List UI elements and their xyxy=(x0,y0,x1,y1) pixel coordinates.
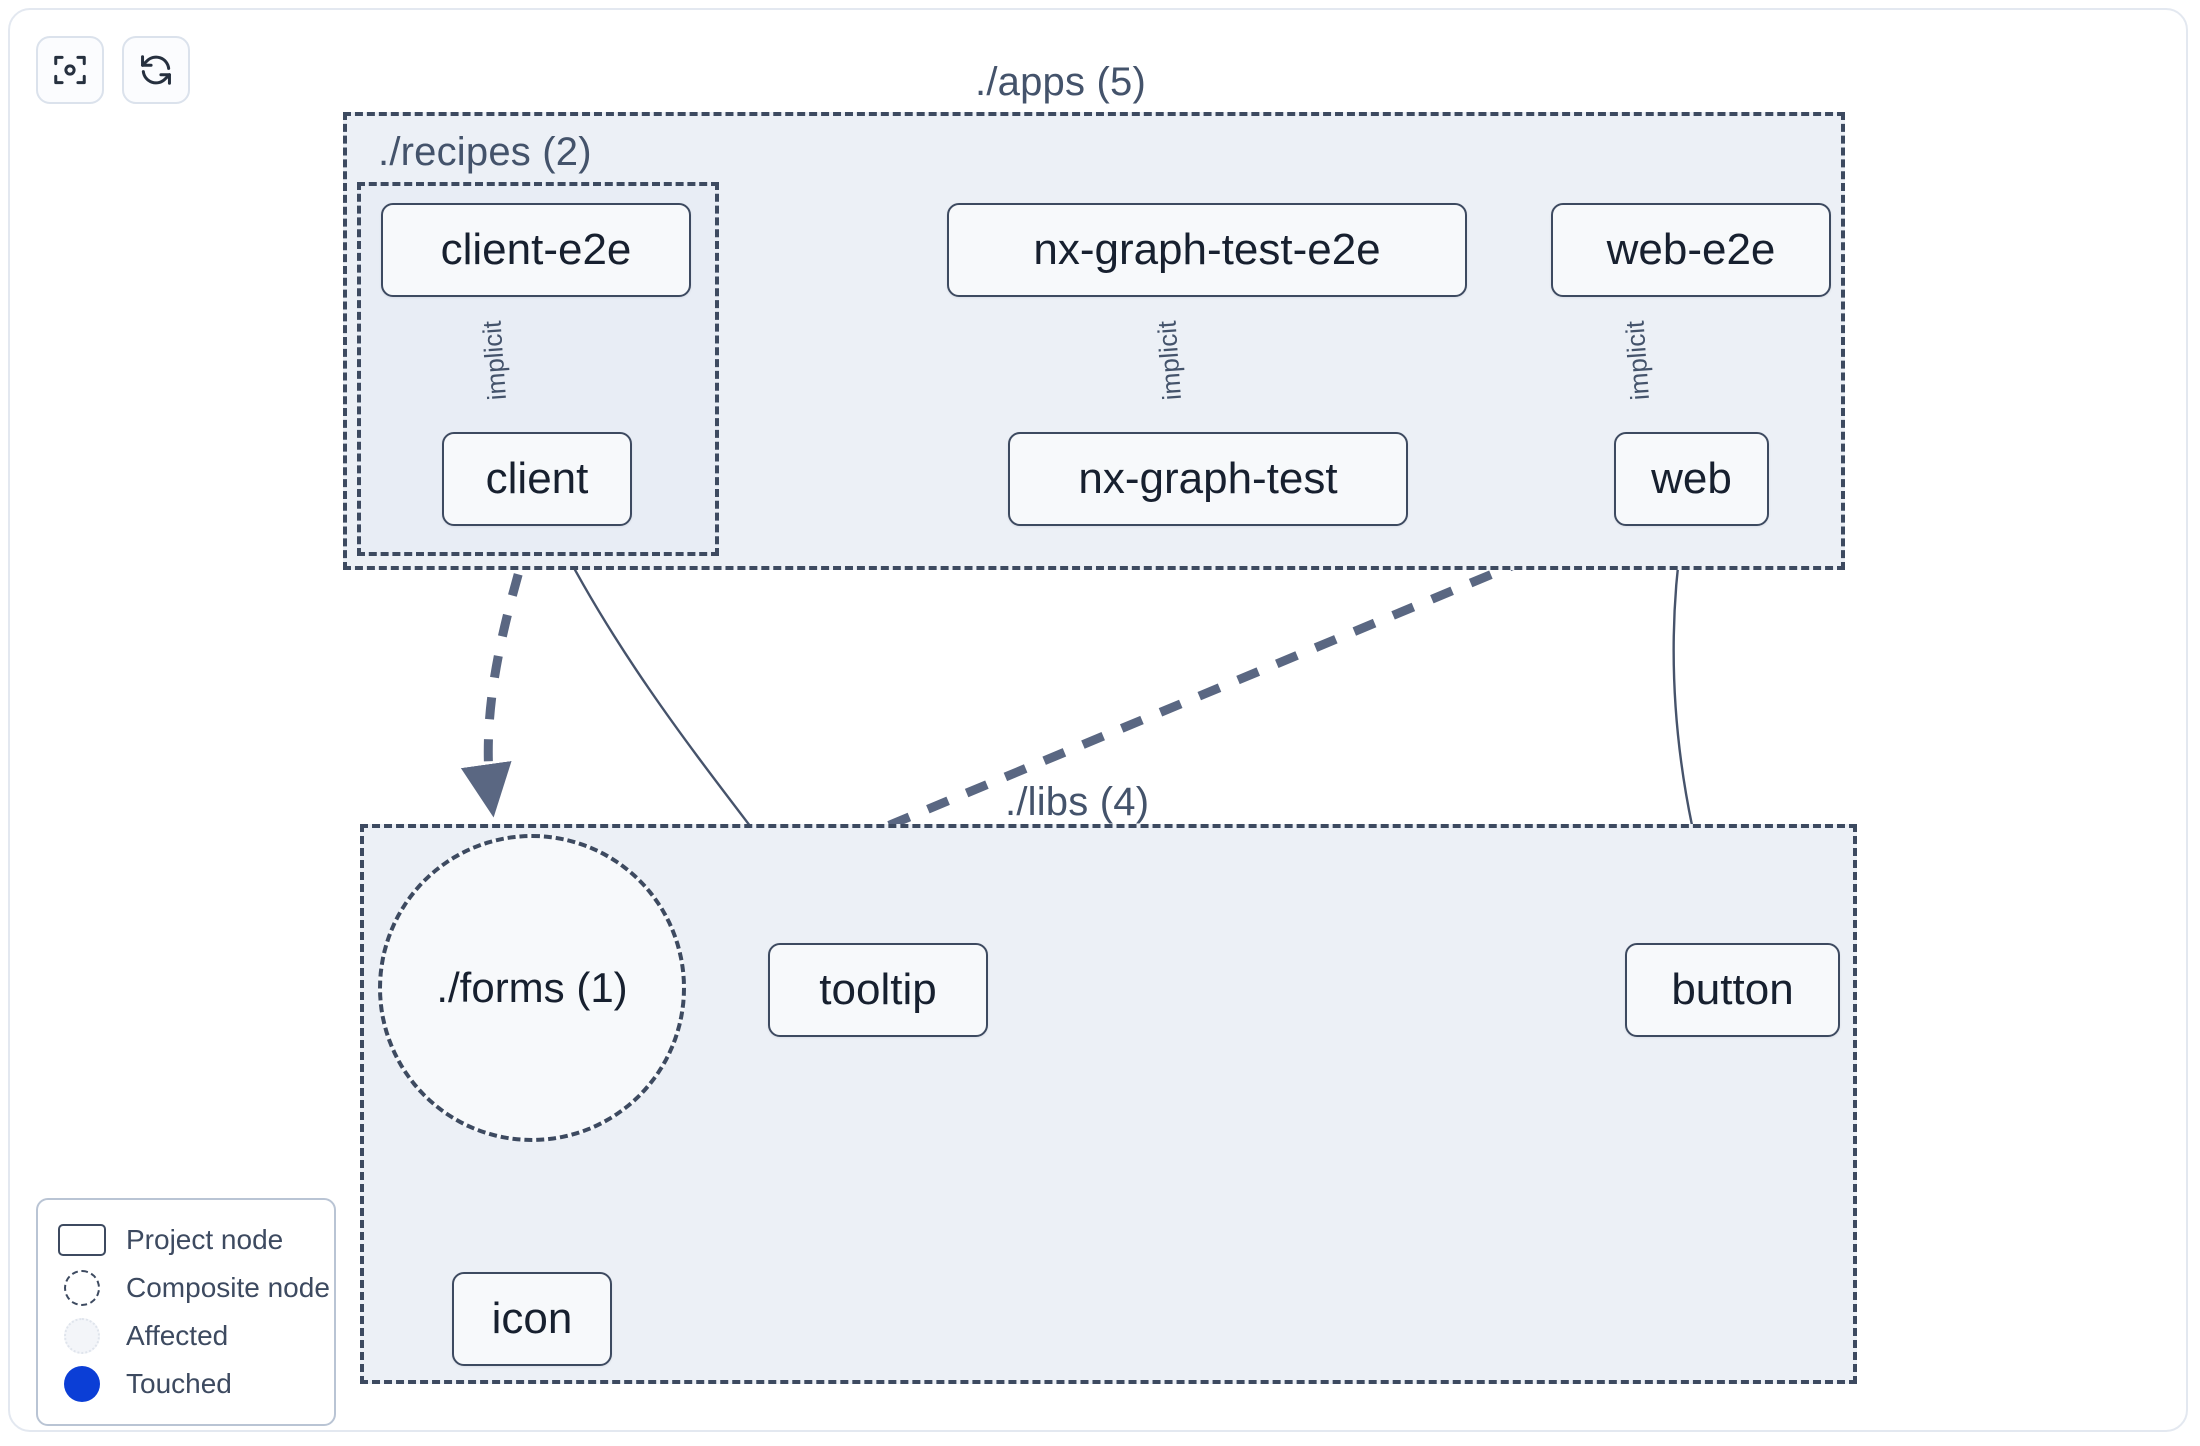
focus-graph-button[interactable] xyxy=(36,36,104,104)
node-nx-graph-test-e2e[interactable]: nx-graph-test-e2e xyxy=(947,203,1467,297)
project-node-swatch-icon xyxy=(56,1224,108,1256)
edge-client-to-forms xyxy=(460,532,535,818)
touched-swatch-icon xyxy=(56,1366,108,1402)
group-apps-label: ./apps (5) xyxy=(975,60,1146,104)
node-nx-graph-test-e2e-label: nx-graph-test-e2e xyxy=(1033,225,1381,274)
legend-label-touched: Touched xyxy=(126,1368,232,1399)
node-web-label: web xyxy=(1651,454,1732,503)
node-tooltip[interactable]: tooltip xyxy=(768,943,988,1037)
node-tooltip-label: tooltip xyxy=(819,965,937,1014)
edge-label-client-e2e-implicit: implicit xyxy=(476,319,512,402)
node-forms-composite[interactable]: ./forms (1) xyxy=(378,834,686,1142)
node-icon-label: icon xyxy=(491,1294,573,1343)
legend-label-composite-node: Composite node xyxy=(126,1272,330,1303)
node-nx-graph-test[interactable]: nx-graph-test xyxy=(1008,432,1408,526)
node-nx-graph-test-label: nx-graph-test xyxy=(1078,454,1338,503)
legend-label-affected: Affected xyxy=(126,1320,229,1351)
edge-label-nx-graph-test-e2e-implicit: implicit xyxy=(1151,319,1187,402)
group-recipes-label: ./recipes (2) xyxy=(378,130,592,174)
graph-legend: Project node Composite node Affected Tou… xyxy=(36,1198,336,1426)
legend-label-project-node: Project node xyxy=(126,1224,284,1255)
node-web[interactable]: web xyxy=(1614,432,1769,526)
legend-item-composite-node: Composite node xyxy=(56,1264,330,1312)
node-button[interactable]: button xyxy=(1625,943,1840,1037)
group-libs-label: ./libs (4) xyxy=(1005,780,1150,824)
refresh-graph-button[interactable] xyxy=(122,36,190,104)
node-web-e2e[interactable]: web-e2e xyxy=(1551,203,1831,297)
legend-item-touched: Touched xyxy=(56,1360,316,1408)
node-web-e2e-label: web-e2e xyxy=(1606,225,1776,274)
node-client-e2e-label: client-e2e xyxy=(440,225,632,274)
node-forms-label: ./forms (1) xyxy=(436,964,628,1011)
node-client[interactable]: client xyxy=(442,432,632,526)
node-client-label: client xyxy=(485,454,589,503)
composite-node-swatch-icon xyxy=(56,1270,108,1306)
node-button-label: button xyxy=(1671,965,1794,1014)
graph-toolbar xyxy=(36,36,190,104)
affected-swatch-icon xyxy=(56,1318,108,1354)
node-icon[interactable]: icon xyxy=(452,1272,612,1366)
focus-target-icon xyxy=(51,51,89,89)
legend-item-project-node: Project node xyxy=(56,1216,316,1264)
refresh-icon xyxy=(137,51,175,89)
edge-label-web-e2e-implicit: implicit xyxy=(1619,319,1655,402)
node-client-e2e[interactable]: client-e2e xyxy=(381,203,691,297)
legend-item-affected: Affected xyxy=(56,1312,316,1360)
